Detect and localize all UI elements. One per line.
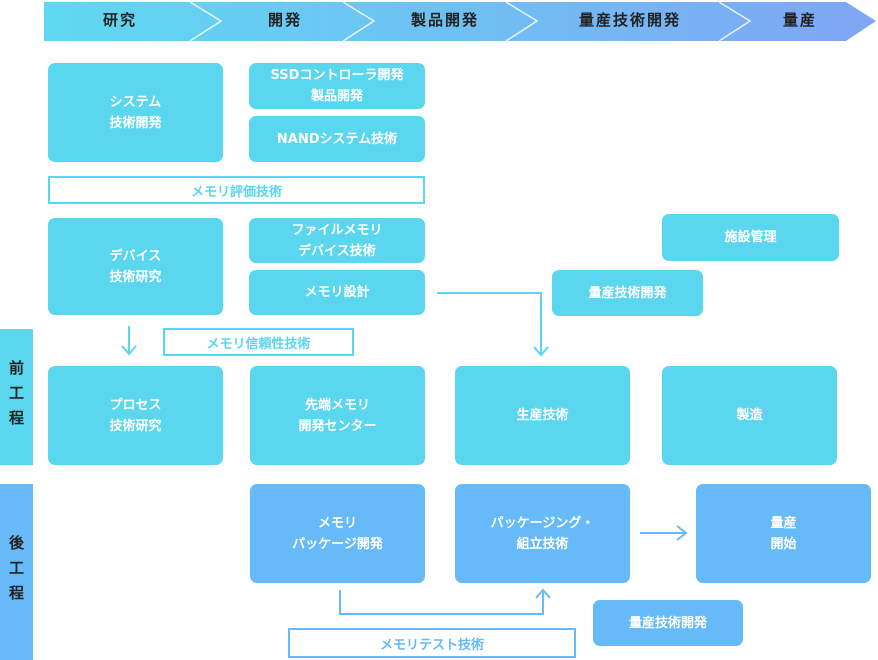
arrow-device-to-process bbox=[121, 326, 137, 356]
box-mass-prod-tech-back: 量産技術開発 bbox=[593, 600, 743, 646]
side-label-back-process: 後工程 bbox=[0, 484, 33, 660]
side-label-front-process: 前工程 bbox=[0, 329, 33, 465]
arrow-packaging-to-mass-production bbox=[640, 525, 688, 541]
box-advanced-memory: 先端メモリ 開発センター bbox=[250, 366, 425, 465]
box-process-research: プロセス 技術研究 bbox=[48, 366, 223, 465]
box-memory-package: メモリ パッケージ開発 bbox=[250, 484, 425, 583]
box-ssd-controller: SSDコントローラ開発 製品開発 bbox=[249, 63, 425, 109]
box-packaging: パッケージング・ 組立技術 bbox=[455, 484, 630, 583]
stage-mass-production: 量産 bbox=[782, 11, 817, 29]
box-system-dev: システム 技術開発 bbox=[48, 63, 223, 162]
box-memory-design: メモリ設計 bbox=[249, 270, 425, 315]
box-production-tech: 生産技術 bbox=[455, 366, 630, 465]
box-memory-eval: メモリ評価技術 bbox=[48, 176, 425, 204]
stage-header-band bbox=[44, 1, 876, 42]
arrow-package-to-packaging bbox=[339, 588, 551, 615]
stage-development: 開発 bbox=[267, 11, 302, 29]
box-memory-reliability: メモリ信頼性技術 bbox=[163, 328, 354, 356]
stage-mass-production-tech: 量産技術開発 bbox=[578, 11, 681, 29]
stage-product-development: 製品開発 bbox=[410, 11, 479, 29]
stage-research: 研究 bbox=[102, 11, 137, 29]
box-mass-production-start: 量産 開始 bbox=[696, 484, 871, 583]
box-memory-test: メモリテスト技術 bbox=[288, 628, 576, 658]
box-mass-prod-tech-front: 量産技術開発 bbox=[552, 270, 703, 316]
box-facility-mgmt: 施設管理 bbox=[662, 214, 839, 261]
box-device-research: デバイス 技術研究 bbox=[48, 218, 223, 315]
arrow-design-to-production bbox=[437, 292, 549, 357]
box-manufacturing: 製造 bbox=[662, 366, 837, 465]
box-nand-system: NANDシステム技術 bbox=[249, 116, 425, 162]
box-file-memory: ファイルメモリ デバイス技術 bbox=[249, 218, 425, 263]
